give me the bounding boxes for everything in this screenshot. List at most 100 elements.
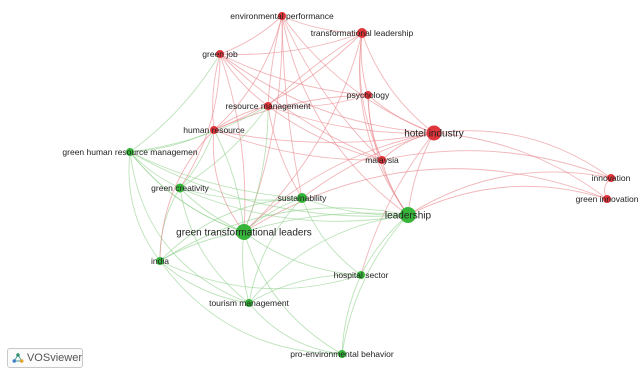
network-link bbox=[267, 105, 303, 199]
node-sustainability[interactable] bbox=[297, 193, 307, 203]
network-link bbox=[129, 151, 303, 199]
network-labels: environmental performancetransformationa… bbox=[62, 11, 638, 359]
node-label-leadership: leadership bbox=[385, 211, 432, 222]
network-link bbox=[267, 105, 435, 134]
network-link bbox=[243, 231, 343, 355]
vosviewer-badge: VOSviewer bbox=[7, 348, 83, 368]
node-india[interactable] bbox=[156, 257, 164, 265]
network-link bbox=[179, 187, 409, 222]
node-label-green-innovation: green innovation bbox=[576, 194, 639, 204]
network-link bbox=[248, 274, 362, 304]
network-link bbox=[381, 159, 409, 216]
network-link bbox=[159, 187, 181, 262]
network-link bbox=[341, 214, 409, 355]
network-link bbox=[248, 197, 303, 304]
node-label-pro-environmental-behavior: pro-environmental behavior bbox=[290, 349, 394, 359]
network-link bbox=[212, 129, 245, 233]
network-link bbox=[179, 105, 269, 189]
node-label-transformational-leadership: transformational leadership bbox=[311, 28, 414, 38]
network-link bbox=[359, 32, 409, 216]
network-link bbox=[267, 105, 383, 161]
network-link bbox=[433, 130, 612, 179]
node-human-resource[interactable] bbox=[210, 126, 218, 134]
network-link bbox=[213, 129, 383, 161]
network-link bbox=[159, 260, 343, 355]
vosviewer-logo-icon bbox=[12, 353, 24, 363]
network-link bbox=[407, 171, 612, 216]
network-link bbox=[433, 132, 608, 200]
network-link bbox=[213, 129, 435, 144]
node-label-malaysia: malaysia bbox=[365, 155, 399, 165]
network-link bbox=[267, 94, 369, 108]
node-label-resource-management: resource management bbox=[225, 101, 311, 111]
node-hospital-sector[interactable] bbox=[357, 271, 365, 279]
node-resource-management[interactable] bbox=[264, 102, 272, 110]
network-link bbox=[219, 15, 283, 55]
network-link bbox=[301, 132, 435, 199]
network-link bbox=[242, 231, 250, 304]
network-link bbox=[212, 53, 221, 131]
network-link bbox=[367, 94, 435, 134]
network-link bbox=[301, 197, 362, 276]
node-green-job[interactable] bbox=[216, 50, 224, 58]
network-link bbox=[219, 32, 363, 55]
network-link bbox=[159, 260, 362, 290]
node-green-transformational-leaders[interactable] bbox=[236, 224, 252, 240]
network-link bbox=[360, 32, 369, 96]
node-label-sustainability: sustainability bbox=[278, 193, 327, 203]
node-label-green-creativity: green creativity bbox=[151, 183, 209, 193]
node-label-green-human-resource-managemen: green human resource managemen bbox=[62, 147, 197, 157]
network-link bbox=[128, 151, 161, 262]
node-label-human-resource: human resource bbox=[183, 125, 245, 135]
network-link bbox=[213, 129, 245, 233]
network-link bbox=[129, 53, 221, 153]
network-link bbox=[281, 15, 363, 34]
network-link bbox=[219, 53, 435, 134]
node-label-innovation: innovation bbox=[592, 173, 631, 183]
node-label-hospital-sector: hospital sector bbox=[334, 270, 389, 280]
node-label-green-job: green job bbox=[202, 49, 238, 59]
node-innovation[interactable] bbox=[607, 174, 615, 182]
network-link bbox=[213, 105, 269, 131]
network-link bbox=[159, 129, 215, 262]
network-link bbox=[219, 53, 246, 233]
node-tourism-management[interactable] bbox=[245, 299, 253, 307]
network-link bbox=[159, 197, 303, 262]
network-link bbox=[179, 187, 250, 304]
network-links bbox=[128, 15, 612, 355]
network-link bbox=[267, 15, 283, 107]
network-link bbox=[407, 132, 435, 216]
node-label-india: india bbox=[151, 256, 169, 266]
node-label-tourism-management: tourism management bbox=[209, 298, 289, 308]
network-link bbox=[179, 129, 215, 189]
network-link bbox=[129, 151, 250, 304]
network-link bbox=[243, 212, 409, 233]
network-link bbox=[281, 15, 303, 199]
node-label-hotel-industry: hotel industry bbox=[404, 129, 463, 140]
network-link bbox=[243, 168, 608, 233]
network-link bbox=[159, 207, 409, 262]
node-psychology[interactable] bbox=[364, 91, 372, 99]
network-link bbox=[213, 94, 369, 131]
node-environmental-performance[interactable] bbox=[278, 12, 286, 20]
node-green-human-resource-managemen[interactable] bbox=[126, 148, 134, 156]
network-link bbox=[159, 260, 250, 304]
network-link bbox=[243, 32, 363, 233]
node-transformational-leadership[interactable] bbox=[357, 28, 367, 38]
node-green-creativity[interactable] bbox=[175, 183, 185, 193]
network-link bbox=[129, 151, 245, 233]
network-link bbox=[301, 197, 409, 216]
network-link bbox=[267, 32, 363, 107]
node-pro-environmental-behavior[interactable] bbox=[338, 350, 346, 358]
network-link bbox=[129, 151, 409, 217]
node-leadership[interactable] bbox=[400, 207, 416, 223]
node-green-innovation[interactable] bbox=[603, 195, 611, 203]
network-link bbox=[407, 185, 608, 216]
node-hotel-industry[interactable] bbox=[426, 125, 442, 141]
network-link bbox=[281, 15, 383, 161]
node-label-psychology: psychology bbox=[347, 90, 390, 100]
network-link bbox=[129, 129, 215, 153]
network-nodes bbox=[126, 12, 615, 358]
node-malaysia[interactable] bbox=[378, 156, 386, 164]
